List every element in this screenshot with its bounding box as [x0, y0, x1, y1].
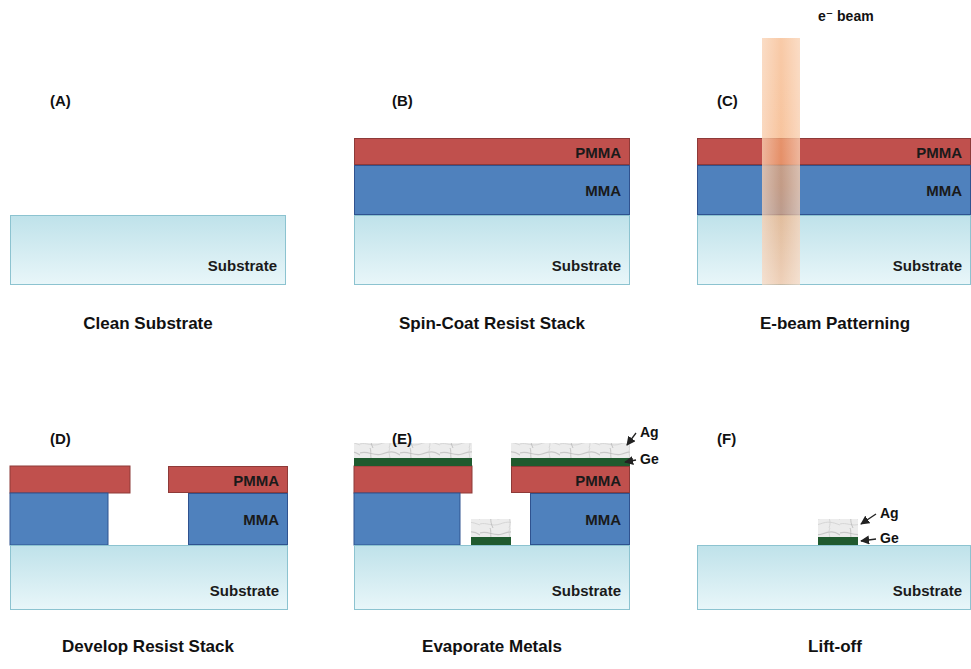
layer-label: Substrate	[210, 582, 279, 599]
mma-layer: MMA	[530, 493, 630, 545]
leader-arrow	[861, 539, 876, 541]
pmma-piece	[10, 466, 130, 493]
germanium-deposit	[818, 537, 858, 545]
layer-label: Substrate	[893, 257, 962, 274]
silver-film	[511, 443, 630, 458]
step-caption: E-beam Patterning	[760, 314, 910, 334]
pmma-layer: PMMA	[511, 466, 630, 493]
panel-letter: (F)	[717, 430, 736, 447]
layer-label: MMA	[585, 511, 621, 528]
substrate-layer: Substrate	[697, 215, 971, 285]
germanium-film	[354, 458, 472, 466]
step-caption: Lift-off	[808, 637, 862, 657]
panel-letter: (C)	[717, 92, 738, 109]
mma-layer: MMA	[354, 165, 630, 215]
silver-deposit	[471, 519, 511, 537]
panel-letter: (A)	[50, 92, 71, 109]
layer-label: Substrate	[893, 582, 962, 599]
layer-label: MMA	[585, 182, 621, 199]
panel-letter: (D)	[50, 430, 71, 447]
metal-label: Ge	[640, 451, 659, 467]
mma-layer: MMA	[188, 493, 288, 545]
beam-label: e⁻ beam	[818, 8, 874, 24]
leader-arrow	[861, 514, 876, 524]
layer-label: Substrate	[552, 582, 621, 599]
step-caption: Develop Resist Stack	[62, 637, 234, 657]
metal-label: Ge	[880, 530, 899, 546]
leader-arrow	[625, 460, 636, 462]
substrate-layer: Substrate	[354, 215, 630, 285]
step-caption: Clean Substrate	[83, 314, 212, 334]
layer-label: PMMA	[575, 143, 621, 160]
layer-label: PMMA	[233, 471, 279, 488]
metal-label: Ag	[640, 424, 659, 440]
leader-arrow	[627, 433, 636, 445]
layer-label: MMA	[926, 182, 962, 199]
pmma-layer: PMMA	[168, 466, 288, 493]
mma-layer: MMA	[697, 165, 971, 215]
pmma-piece	[354, 466, 472, 493]
germanium-film	[511, 458, 630, 466]
silver-deposit	[818, 519, 858, 537]
substrate-layer: Substrate	[10, 215, 286, 285]
mma-piece	[354, 493, 460, 545]
layer-label: PMMA	[916, 143, 962, 160]
germanium-deposit	[471, 537, 511, 545]
step-caption: Evaporate Metals	[422, 637, 562, 657]
substrate-layer: Substrate	[354, 545, 630, 610]
silver-film	[354, 443, 472, 458]
layer-label: Substrate	[552, 257, 621, 274]
pmma-layer: PMMA	[697, 138, 971, 165]
panel-letter: (E)	[392, 430, 412, 447]
pmma-layer: PMMA	[354, 138, 630, 165]
substrate-layer: Substrate	[10, 545, 288, 610]
panel-letter: (B)	[392, 92, 413, 109]
metal-label: Ag	[880, 505, 899, 521]
step-caption: Spin-Coat Resist Stack	[399, 314, 585, 334]
mma-piece	[10, 493, 108, 545]
layer-label: Substrate	[208, 257, 277, 274]
layer-label: MMA	[243, 511, 279, 528]
substrate-layer: Substrate	[697, 545, 971, 610]
layer-label: PMMA	[575, 471, 621, 488]
